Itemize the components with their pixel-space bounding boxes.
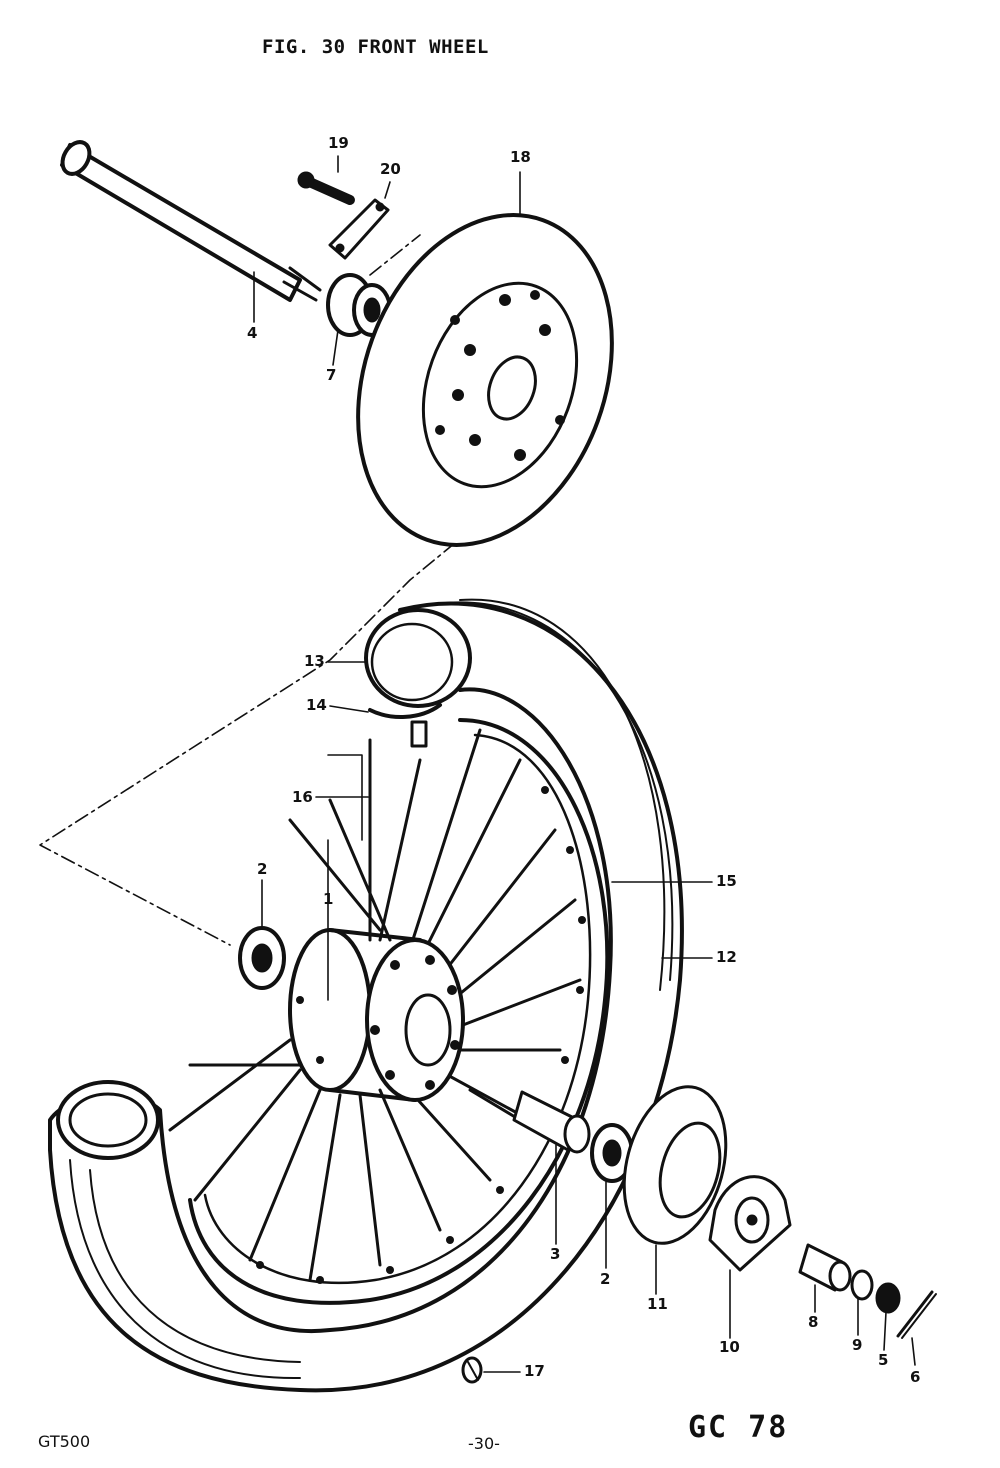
callout-8: 8 bbox=[808, 1313, 819, 1331]
callout-2-right: 2 bbox=[600, 1270, 611, 1288]
callout-16: 16 bbox=[292, 788, 313, 806]
valve-cap bbox=[461, 1356, 483, 1384]
callout-15: 15 bbox=[716, 872, 737, 890]
left-bearing bbox=[238, 926, 286, 990]
callout-4: 4 bbox=[247, 324, 258, 342]
wheel-rim bbox=[188, 718, 610, 1305]
right-bearing bbox=[590, 1123, 634, 1183]
model-label: GT500 bbox=[38, 1432, 91, 1451]
callout-9: 9 bbox=[852, 1336, 863, 1354]
disc-bolt bbox=[297, 171, 355, 205]
axle-spacer bbox=[798, 1243, 852, 1292]
brake-disc bbox=[356, 213, 614, 547]
callout-18: 18 bbox=[510, 148, 531, 166]
callout-12: 12 bbox=[716, 948, 737, 966]
axle-nut bbox=[875, 1282, 901, 1314]
callout-1: 1 bbox=[323, 890, 334, 908]
callout-19: 19 bbox=[328, 134, 349, 152]
callout-17: 17 bbox=[524, 1362, 545, 1380]
front-tire bbox=[48, 598, 684, 1393]
figure-title: FIG. 30 FRONT WHEEL bbox=[262, 36, 489, 58]
callout-2-left: 2 bbox=[257, 860, 268, 878]
callout-10: 10 bbox=[719, 1338, 740, 1356]
callout-7: 7 bbox=[326, 366, 337, 384]
callout-11: 11 bbox=[647, 1295, 668, 1313]
callout-5: 5 bbox=[878, 1351, 889, 1369]
hub-spacer bbox=[512, 1090, 591, 1154]
callout-3: 3 bbox=[550, 1245, 561, 1263]
speedometer-gearbox bbox=[708, 1175, 792, 1272]
wheel-hub bbox=[288, 928, 465, 1102]
callout-14: 14 bbox=[306, 696, 327, 714]
callout-6: 6 bbox=[910, 1368, 921, 1386]
front-axle bbox=[60, 140, 322, 302]
catalog-code: GC 78 bbox=[688, 1410, 789, 1445]
dust-seal bbox=[622, 1085, 728, 1245]
page-number: -30- bbox=[468, 1434, 500, 1453]
axle-washer bbox=[850, 1269, 874, 1301]
lock-washer bbox=[328, 198, 390, 260]
rim-band bbox=[368, 703, 442, 748]
leader-lines bbox=[253, 155, 916, 1373]
inner-tube bbox=[364, 608, 472, 708]
callout-13: 13 bbox=[304, 652, 325, 670]
callout-20: 20 bbox=[380, 160, 401, 178]
cotter-pin bbox=[896, 1290, 937, 1339]
